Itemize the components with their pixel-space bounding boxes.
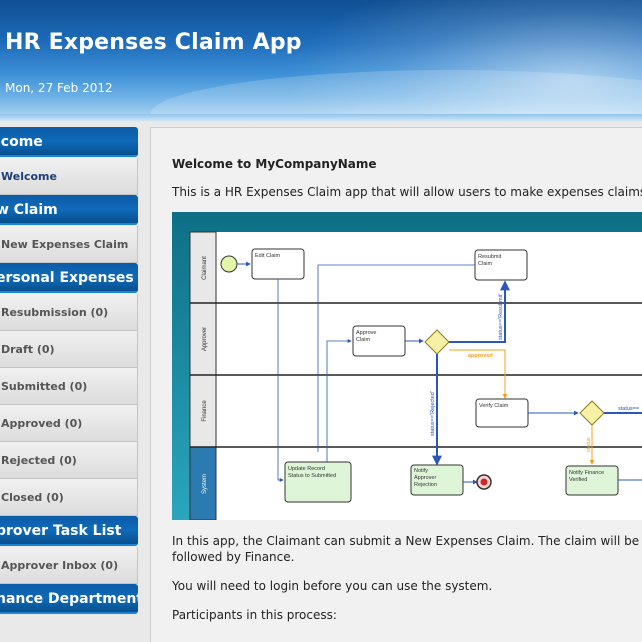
lane-header-claimant bbox=[189, 231, 217, 304]
sidebar-section-new-claim[interactable]: w Claim bbox=[0, 195, 138, 225]
flow-label-status: status== bbox=[618, 406, 639, 412]
lane-label-approver: Approver bbox=[202, 327, 208, 351]
sidebar-item-welcome[interactable]: Welcome bbox=[0, 158, 138, 195]
sidebar-section-personal-expenses[interactable]: ersonal Expenses bbox=[0, 263, 138, 293]
sidebar-section-finance-department[interactable]: nance Department bbox=[0, 584, 138, 614]
task-notify-approver-rejection bbox=[410, 464, 464, 496]
sidebar-item-resubmission[interactable]: Resubmission (0) bbox=[0, 294, 138, 331]
header-rim bbox=[0, 114, 642, 122]
header-decoration bbox=[260, 0, 642, 122]
start-event bbox=[220, 255, 238, 273]
task-label: Approve bbox=[356, 330, 377, 336]
sidebar-section-label: w Claim bbox=[0, 202, 58, 218]
sidebar: lcome Welcome w Claim New Expenses Claim… bbox=[0, 127, 138, 642]
flow-arrow bbox=[317, 264, 475, 452]
lane-label-system: System bbox=[202, 474, 208, 494]
intro-text: This is a HR Expenses Claim app that wil… bbox=[172, 185, 642, 199]
sidebar-section-welcome[interactable]: lcome bbox=[0, 127, 138, 157]
flow-arrow bbox=[449, 349, 508, 399]
task-label: Verify Claim bbox=[479, 403, 509, 409]
sidebar-section-label: prover Task List bbox=[0, 523, 122, 539]
task-label: Rejection bbox=[414, 482, 437, 488]
flow-label-approved: approved bbox=[468, 353, 493, 359]
sidebar-item-new-expenses-claim[interactable]: New Expenses Claim bbox=[0, 226, 138, 263]
participants-heading: Participants in this process: bbox=[172, 608, 337, 622]
flow-arrow bbox=[277, 279, 284, 482]
task-label: Verified bbox=[569, 477, 587, 483]
page-title: Welcome to MyCompanyName bbox=[172, 157, 377, 171]
flow-label-status-orange: status bbox=[586, 437, 592, 452]
sidebar-item-draft[interactable]: Draft (0) bbox=[0, 331, 138, 368]
current-date: Mon, 27 Feb 2012 bbox=[5, 81, 113, 95]
main-content: Welcome to MyCompanyName This is a HR Ex… bbox=[150, 127, 642, 642]
sidebar-section-label: ersonal Expenses bbox=[0, 270, 134, 286]
description-line-2: followed by Finance. bbox=[172, 550, 295, 564]
lane-label-claimant: Claimant bbox=[202, 256, 208, 280]
process-diagram: Claimant Approver Finance System Edit Cl… bbox=[172, 212, 642, 520]
end-event-core bbox=[480, 478, 488, 486]
flow-arrow bbox=[449, 280, 510, 343]
login-notice: You will need to login before you can us… bbox=[172, 579, 493, 593]
flow-label-rejected: status=='Rejected' bbox=[430, 391, 436, 436]
sidebar-item-closed[interactable]: Closed (0) bbox=[0, 479, 138, 516]
task-label: Notify Finance bbox=[569, 470, 604, 476]
flow-arrow bbox=[326, 339, 352, 462]
description-line-1: In this app, the Claimant can submit a N… bbox=[172, 534, 642, 548]
task-label: Resubmit bbox=[478, 254, 502, 260]
task-label: Status to Submitted bbox=[288, 473, 336, 479]
task-label: Update Record bbox=[288, 466, 325, 472]
sidebar-section-approver-task-list[interactable]: prover Task List bbox=[0, 516, 138, 546]
lane-label-finance: Finance bbox=[202, 400, 208, 422]
sidebar-item-approver-inbox[interactable]: Approver Inbox (0) bbox=[0, 547, 138, 584]
sidebar-item-submitted[interactable]: Submitted (0) bbox=[0, 368, 138, 405]
task-label: Edit Claim bbox=[255, 253, 280, 259]
task-label: Approver bbox=[414, 475, 436, 481]
task-update-record bbox=[284, 461, 352, 503]
task-label: Claim bbox=[478, 261, 492, 267]
task-label: Notify bbox=[414, 468, 428, 474]
app-title: HR Expenses Claim App bbox=[5, 30, 302, 55]
app-header: HR Expenses Claim App Mon, 27 Feb 2012 bbox=[0, 0, 642, 122]
sidebar-item-rejected[interactable]: Rejected (0) bbox=[0, 442, 138, 479]
flow-label-resubmit: status=='Resubmit' bbox=[498, 294, 504, 340]
sidebar-section-label: lcome bbox=[0, 134, 43, 150]
sidebar-item-approved[interactable]: Approved (0) bbox=[0, 405, 138, 442]
sidebar-section-label: nance Department bbox=[0, 591, 138, 607]
task-label: Claim bbox=[356, 337, 370, 343]
